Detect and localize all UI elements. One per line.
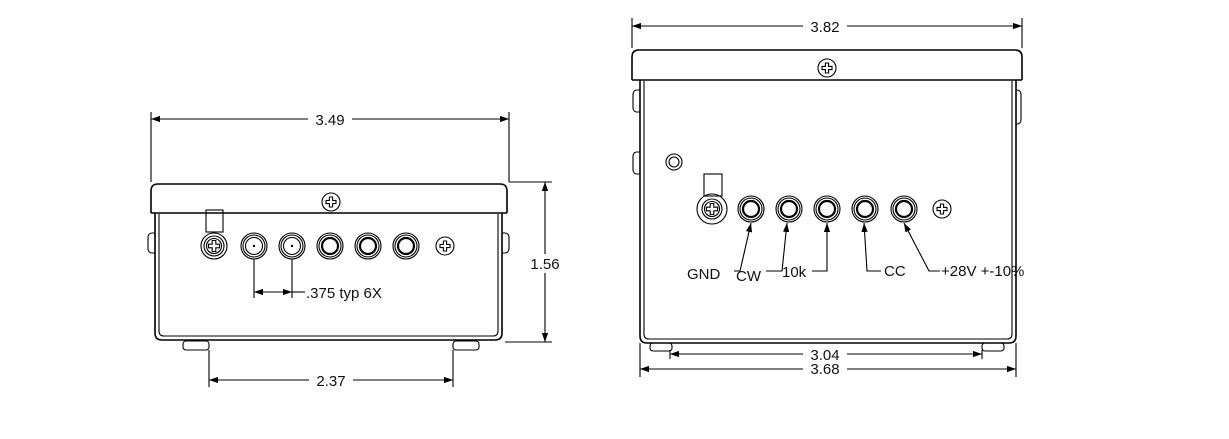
right-side-bump bbox=[500, 232, 510, 254]
gnd-label: GND bbox=[687, 266, 721, 283]
cc-leader bbox=[861, 222, 881, 272]
enclosure-body-inner bbox=[158, 214, 499, 337]
enclosure-lid bbox=[631, 49, 1023, 80]
spacing-callout-label: .375 typ 6X bbox=[306, 285, 382, 302]
pot-10k-label: 10k bbox=[782, 264, 807, 281]
height-dimension-label: 1.56 bbox=[530, 256, 559, 273]
wiper-leader bbox=[766, 222, 790, 272]
supply-label: +28V +-10% bbox=[941, 263, 1024, 280]
pot-10k-leader bbox=[812, 223, 831, 272]
body-width-dimension-label: 3.68 bbox=[810, 361, 839, 378]
ground-lug-tab bbox=[703, 173, 723, 197]
feet-spacing-dimension-label: 3.04 bbox=[810, 347, 839, 364]
enclosure-body-inner bbox=[643, 81, 1013, 340]
top-width-dimension-label: 3.82 bbox=[810, 19, 839, 36]
cc-label: CC bbox=[884, 263, 906, 280]
right-side-bump-upper bbox=[1012, 89, 1022, 125]
enclosure-body bbox=[154, 212, 503, 341]
left-side-bump-upper bbox=[632, 89, 641, 113]
right-foot bbox=[452, 340, 480, 351]
feet-spacing-dimension-label: 2.37 bbox=[316, 373, 345, 390]
left-foot bbox=[649, 342, 673, 352]
gnd-cw-leader bbox=[734, 222, 753, 272]
left-side-bump bbox=[147, 232, 157, 254]
supply-leader bbox=[903, 222, 940, 272]
cw-label: CW bbox=[736, 268, 762, 285]
mounting-hole-icon bbox=[665, 153, 683, 171]
left-side-bump-lower bbox=[632, 151, 641, 175]
width-dimension-label: 3.49 bbox=[315, 112, 344, 129]
right-foot bbox=[981, 342, 1005, 352]
left-foot bbox=[182, 340, 210, 351]
ground-lug-tab bbox=[205, 209, 224, 233]
left-view: .375 typ 6X 3.49 1.56 2.37 bbox=[147, 110, 565, 390]
right-view: GND CW 10k CC +28V +-10% 3.82 3.04 3.68 bbox=[631, 17, 1024, 378]
